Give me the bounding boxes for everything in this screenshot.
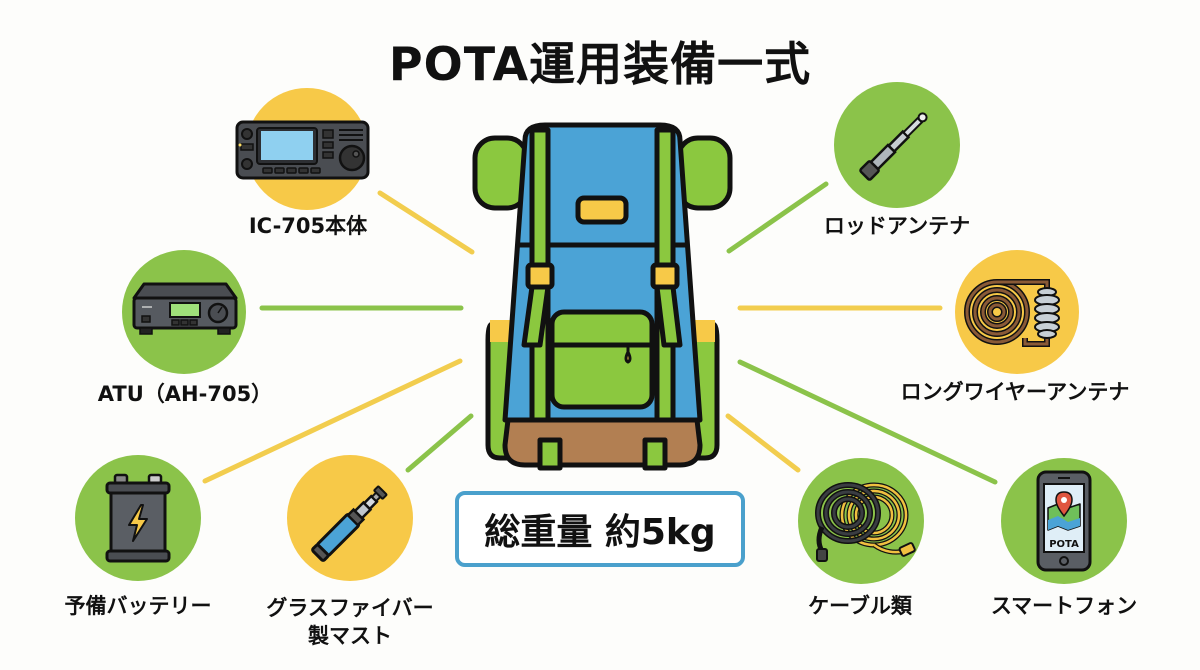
mast-label-line1: グラスファイバー [266, 596, 434, 620]
mast-label-line2: 製マスト [308, 624, 392, 648]
rod-antenna-icon [859, 112, 928, 181]
backpack-icon [472, 122, 733, 471]
connector-line-battery [202, 358, 463, 484]
connector-line-phone [737, 359, 998, 485]
cable-coil-icon [815, 482, 916, 562]
rod-antenna-label: ロッドアンテナ [823, 214, 971, 238]
battery-icon [105, 473, 171, 563]
cable-label: ケーブル類 [808, 594, 912, 618]
page-title: POTA運用装備一式 [388, 37, 812, 91]
connector-line-cable [725, 413, 801, 473]
connector-line-rod [726, 181, 829, 254]
antenna-tuner-icon [132, 282, 238, 335]
battery-label: 予備バッテリー [64, 594, 212, 618]
connector-line-mast [405, 413, 474, 473]
smartphone-label: スマートフォン [990, 594, 1138, 618]
total-weight-box: 総重量 約5kg [455, 491, 745, 567]
smartphone-map-icon [1036, 470, 1092, 572]
transceiver-icon [235, 120, 370, 180]
connector-lines [202, 181, 998, 485]
atu-label: ATU（AH-705） [97, 382, 273, 406]
smartphone-screen-text: POTA [1049, 539, 1079, 550]
connector-line-ic705 [377, 190, 475, 255]
total-weight-label: 総重量 約5kg [484, 512, 716, 553]
long-wire-label: ロングワイヤーアンテナ [900, 380, 1130, 404]
wire-coil-insulator-icon [964, 279, 1060, 347]
telescopic-mast-icon [311, 485, 388, 562]
ic705-label: IC-705本体 [248, 214, 368, 238]
